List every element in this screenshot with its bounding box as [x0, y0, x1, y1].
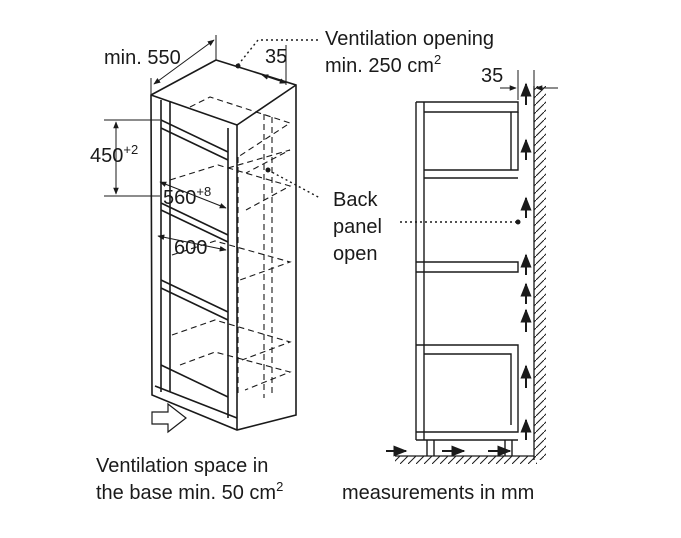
vent-top-line1: Ventilation opening — [325, 28, 494, 50]
vent-top-line2: min. 250 cm2 — [325, 52, 441, 77]
vent-top-callout: Ventilation opening min. 250 cm2 — [235, 28, 494, 77]
dim-niche-height-label: 450+2 — [90, 142, 138, 167]
dim-wall-gap: 35 — [481, 65, 558, 100]
back-panel-line2: panel — [333, 216, 382, 238]
vent-base-line1: Ventilation space in — [96, 455, 268, 477]
dim-depth: min. 550 — [104, 35, 217, 95]
back-panel-line1: Back — [333, 189, 378, 211]
units-note: measurements in mm — [342, 482, 534, 504]
cabinet-isometric-view: min. 550 35 Ventilation opening min. 250… — [90, 28, 521, 504]
dim-top-offset-label: 35 — [265, 46, 287, 68]
side-section-view: 35 measurements in mm — [342, 65, 558, 504]
vent-base-caption: Ventilation space in the base min. 50 cm… — [96, 455, 283, 504]
back-panel-callout: Back panel open — [265, 167, 521, 265]
dim-wall-gap-label: 35 — [481, 65, 503, 87]
hidden-edges — [169, 96, 292, 398]
wall-hatch — [534, 86, 546, 460]
dim-niche-depth-label: 600 — [174, 237, 207, 259]
dim-niche-width-label: 560+8 — [163, 184, 211, 209]
airflow-arrows — [386, 82, 532, 457]
dim-niche-height: 450+2 — [90, 119, 160, 197]
cabinet-outline — [150, 59, 297, 431]
back-panel-line3: open — [333, 243, 378, 265]
base-intake-arrow — [151, 402, 187, 434]
dim-niche-depth: 600 — [157, 234, 227, 259]
cabinet-side-profile — [415, 101, 519, 456]
floor-hatch — [395, 456, 537, 464]
dim-niche-width: 560+8 — [159, 181, 227, 209]
vent-base-line2: the base min. 50 cm2 — [96, 479, 283, 504]
dim-top-offset: 35 — [261, 45, 287, 85]
dim-depth-label: min. 550 — [104, 47, 181, 69]
